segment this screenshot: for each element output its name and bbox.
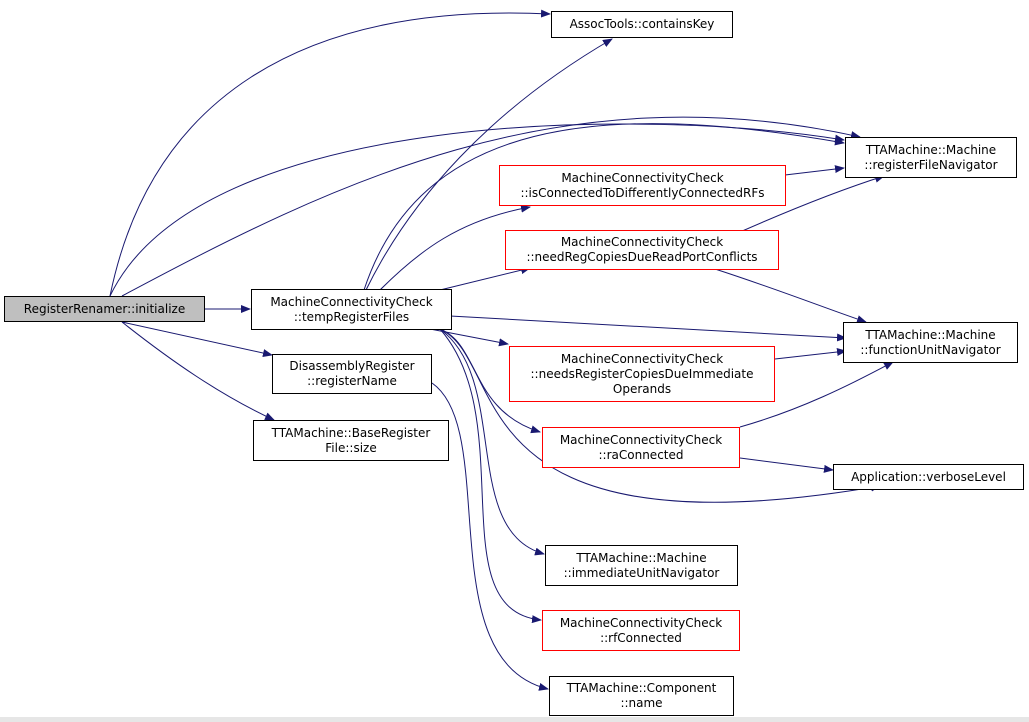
node-label: TTAMachine::Machine <box>865 327 996 342</box>
edge-temp-needRegCopies <box>439 266 531 291</box>
edge-initialize-baseRegisterFileSize <box>121 321 275 421</box>
node-immediate-unit-navigator[interactable]: TTAMachine::Machine ::immediateUnitNavig… <box>545 545 738 586</box>
edge-temp-functionUnitNavigator <box>449 315 847 342</box>
node-label: MachineConnectivityCheck <box>560 351 724 366</box>
node-needs-register-copies-immediate[interactable]: MachineConnectivityCheck ::needsRegister… <box>509 346 775 402</box>
node-is-connected-differently[interactable]: MachineConnectivityCheck ::isConnectedTo… <box>499 165 786 206</box>
node-temp-register-files[interactable]: MachineConnectivityCheck ::tempRegisterF… <box>251 289 452 330</box>
edge-temp-immediateUnitNavigator <box>439 328 545 556</box>
node-contains-key[interactable]: AssocTools::containsKey <box>551 11 733 38</box>
edge-temp-rfConnected <box>439 328 542 624</box>
node-register-renamer-initialize: RegisterRenamer::initialize <box>4 296 205 322</box>
node-disassembly-register-name[interactable]: DisassemblyRegister ::registerName <box>272 354 432 394</box>
edge-needRegCopies-registerFileNavigator <box>739 174 885 233</box>
edge-needsRegisterCopiesImm-functionUnitNavigator <box>774 348 847 360</box>
node-label: ::raConnected <box>598 447 684 462</box>
node-label: ::isConnectedToDifferentlyConnectedRFs <box>520 185 765 200</box>
node-need-reg-copies-read-port[interactable]: MachineConnectivityCheck ::needRegCopies… <box>505 230 779 270</box>
node-base-register-file-size[interactable]: TTAMachine::BaseRegister File::size <box>253 420 449 461</box>
node-label: ::tempRegisterFiles <box>293 309 410 324</box>
node-verbose-level[interactable]: Application::verboseLevel <box>833 464 1024 490</box>
node-function-unit-navigator[interactable]: TTAMachine::Machine ::functionUnitNaviga… <box>843 322 1018 363</box>
node-label: TTAMachine::BaseRegister <box>271 425 431 440</box>
edge-isConnectedDiff-registerFileNavigator <box>784 165 845 176</box>
node-register-file-navigator[interactable]: TTAMachine::Machine ::registerFileNaviga… <box>845 137 1017 178</box>
node-label: Application::verboseLevel <box>851 469 1006 484</box>
node-label: MachineConnectivityCheck <box>559 432 723 447</box>
node-label: MachineConnectivityCheck <box>270 294 433 309</box>
node-label: MachineConnectivityCheck <box>561 170 724 185</box>
node-label: DisassemblyRegister <box>289 359 415 373</box>
node-rf-connected[interactable]: MachineConnectivityCheck ::rfConnected <box>542 610 740 651</box>
node-label: File::size <box>325 440 377 455</box>
node-ra-connected[interactable]: MachineConnectivityCheck ::raConnected <box>542 427 740 468</box>
node-label: TTAMachine::Machine <box>576 550 707 565</box>
node-label: AssocTools::containsKey <box>569 17 715 31</box>
node-label: ::rfConnected <box>600 630 682 645</box>
node-label: ::registerName <box>307 374 397 388</box>
node-label: TTAMachine::Machine <box>865 142 997 157</box>
edge-initialize-containsKey <box>109 9 551 297</box>
node-label: MachineConnectivityCheck <box>560 235 724 249</box>
node-label: ::needsRegisterCopiesDueImmediate <box>530 366 754 381</box>
edge-temp-containsKey <box>365 38 613 291</box>
node-label: MachineConnectivityCheck <box>559 615 723 630</box>
node-label: ::immediateUnitNavigator <box>563 565 720 580</box>
edge-temp-verboseLevel <box>439 328 881 503</box>
edge-needRegCopies-functionUnitNavigator <box>714 268 867 323</box>
node-label: RegisterRenamer::initialize <box>23 301 186 316</box>
edge-temp-registerFileNavigator <box>363 123 845 291</box>
edge-initialize-registerName <box>121 321 273 357</box>
node-label: ::registerFileNavigator <box>864 157 998 172</box>
bottom-border <box>0 717 1029 722</box>
node-label: Operands <box>612 381 672 396</box>
edge-initialize-registerFileNavigator-b <box>109 123 845 297</box>
node-label: ::name <box>620 696 663 710</box>
node-label: TTAMachine::Component <box>566 681 717 695</box>
node-label: ::needRegCopiesDueReadPortConflicts <box>526 250 758 264</box>
edge-registerName-componentName <box>431 382 549 691</box>
edge-raConnected-functionUnitNavigator <box>739 361 894 428</box>
node-label: ::functionUnitNavigator <box>860 342 1001 357</box>
node-component-name[interactable]: TTAMachine::Component ::name <box>549 676 734 716</box>
edge-temp-isConnectedDiff <box>379 204 531 291</box>
edge-raConnected-verboseLevel <box>739 457 834 473</box>
edge-initialize-registerFileNavigator-a <box>121 116 861 297</box>
